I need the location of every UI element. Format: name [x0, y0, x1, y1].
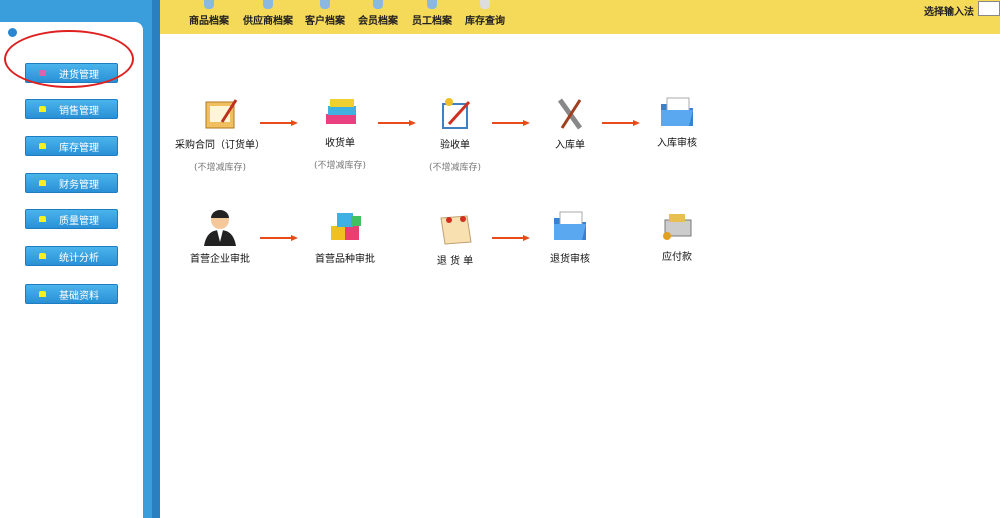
sidebar-item-label: 财务管理: [59, 179, 99, 191]
toolbar-label: 库存查询: [465, 16, 505, 27]
sidebar-item-label: 质量管理: [59, 215, 99, 227]
flow-arrow: [492, 235, 530, 241]
flow-inspection-note[interactable]: 验收单 (不增减库存): [395, 96, 515, 173]
flow-arrow: [260, 120, 298, 126]
home-icon: [39, 106, 46, 112]
sidebar: [0, 22, 143, 518]
checklist-icon: [442, 98, 471, 129]
contract-icon: [205, 99, 238, 129]
money-icon: [663, 214, 692, 240]
home-icon: [39, 253, 46, 259]
flow-label: 应付款: [662, 252, 692, 263]
ime-select[interactable]: [978, 1, 1000, 16]
toolbar-label: 供应商档案: [243, 16, 293, 27]
flow-label: 采购合同（订货单）: [175, 140, 265, 151]
flow-label: 入库单: [555, 140, 585, 151]
sidebar-item-quality[interactable]: 质量管理: [25, 209, 118, 229]
sidebar-item-inventory[interactable]: 库存管理: [25, 136, 118, 156]
shield-icon: [263, 0, 273, 9]
flow-arrow: [492, 120, 530, 126]
flow-warehousing-note[interactable]: 入库单: [510, 96, 630, 151]
flow-arrow: [602, 120, 640, 126]
shield-icon: [373, 0, 383, 9]
flow-accounts-payable[interactable]: 应付款: [617, 208, 737, 263]
flow-purchase-contract[interactable]: 采购合同（订货单） (不增减库存): [160, 96, 280, 173]
flow-sublabel: (不增减库存): [428, 163, 482, 173]
sidebar-item-label: 库存管理: [59, 142, 99, 154]
toolbar-label: 商品档案: [189, 16, 229, 27]
goods-stack-icon: [326, 99, 356, 124]
shield-icon: [427, 0, 437, 9]
flow-arrow: [378, 120, 416, 126]
flow-label: 收货单: [325, 138, 355, 149]
flow-label: 首营品种审批: [315, 254, 375, 265]
toolbar-label: 客户档案: [305, 16, 345, 27]
flow-label: 入库审核: [657, 138, 697, 149]
flow-label: 验收单: [440, 140, 470, 151]
sidebar-item-label: 统计分析: [59, 252, 99, 264]
folder-icon: [661, 97, 693, 126]
tools-icon: [557, 98, 583, 130]
dot-icon: [8, 28, 17, 37]
home-icon: [39, 143, 46, 149]
toolbar-label: 会员档案: [358, 16, 398, 27]
sidebar-item-sales[interactable]: 销售管理: [25, 99, 118, 119]
flow-sublabel: (不增减库存): [193, 163, 247, 173]
shield-icon: [320, 0, 330, 9]
home-icon: [39, 291, 46, 297]
flow-label: 退货审核: [550, 254, 590, 265]
flow-sublabel: (不增减库存): [313, 161, 367, 171]
magnifier-icon: [480, 0, 490, 9]
flow-first-product-approval[interactable]: 首营品种审批: [285, 208, 405, 265]
highlight-circle: [4, 30, 134, 88]
toolbar-stock-query[interactable]: 库存查询: [465, 0, 505, 27]
flow-receiving-note[interactable]: 收货单 (不增减库存): [280, 94, 400, 171]
boxes-icon: [331, 213, 361, 240]
flow-return-note[interactable]: 退 货 单: [395, 212, 515, 267]
person-icon: [204, 210, 236, 246]
flow-label: 退 货 单: [436, 256, 474, 267]
flow-arrow: [260, 235, 298, 241]
shield-icon: [204, 0, 214, 9]
flow-first-enterprise-approval[interactable]: 首营企业审批: [160, 208, 280, 265]
sidebar-item-label: 销售管理: [59, 105, 99, 117]
sidebar-item-statistics[interactable]: 统计分析: [25, 246, 118, 266]
sidebar-scroll-strip: [152, 0, 160, 518]
ime-label: 选择输入法: [924, 7, 974, 18]
toolbar-employee-archive[interactable]: 员工档案: [412, 0, 452, 27]
top-toolbar: 商品档案 供应商档案 客户档案 会员档案 员工档案 库存查询 选择输入法: [160, 0, 1000, 34]
flow-warehousing-review[interactable]: 入库审核: [617, 94, 737, 149]
flow-return-review[interactable]: 退货审核: [510, 208, 630, 265]
toolbar-supplier-archive[interactable]: 供应商档案: [243, 0, 293, 27]
toolbar-member-archive[interactable]: 会员档案: [358, 0, 398, 27]
toolbar-product-archive[interactable]: 商品档案: [189, 0, 229, 27]
flow-label: 首营企业审批: [190, 254, 250, 265]
sidebar-item-finance[interactable]: 财务管理: [25, 173, 118, 193]
toolbar-customer-archive[interactable]: 客户档案: [305, 0, 345, 27]
home-icon: [39, 180, 46, 186]
note-icon: [440, 215, 472, 245]
home-icon: [39, 216, 46, 222]
folder-icon: [554, 211, 586, 240]
sidebar-item-basic-data[interactable]: 基础资料: [25, 284, 118, 304]
sidebar-item-label: 基础资料: [59, 290, 99, 302]
toolbar-label: 员工档案: [412, 16, 452, 27]
